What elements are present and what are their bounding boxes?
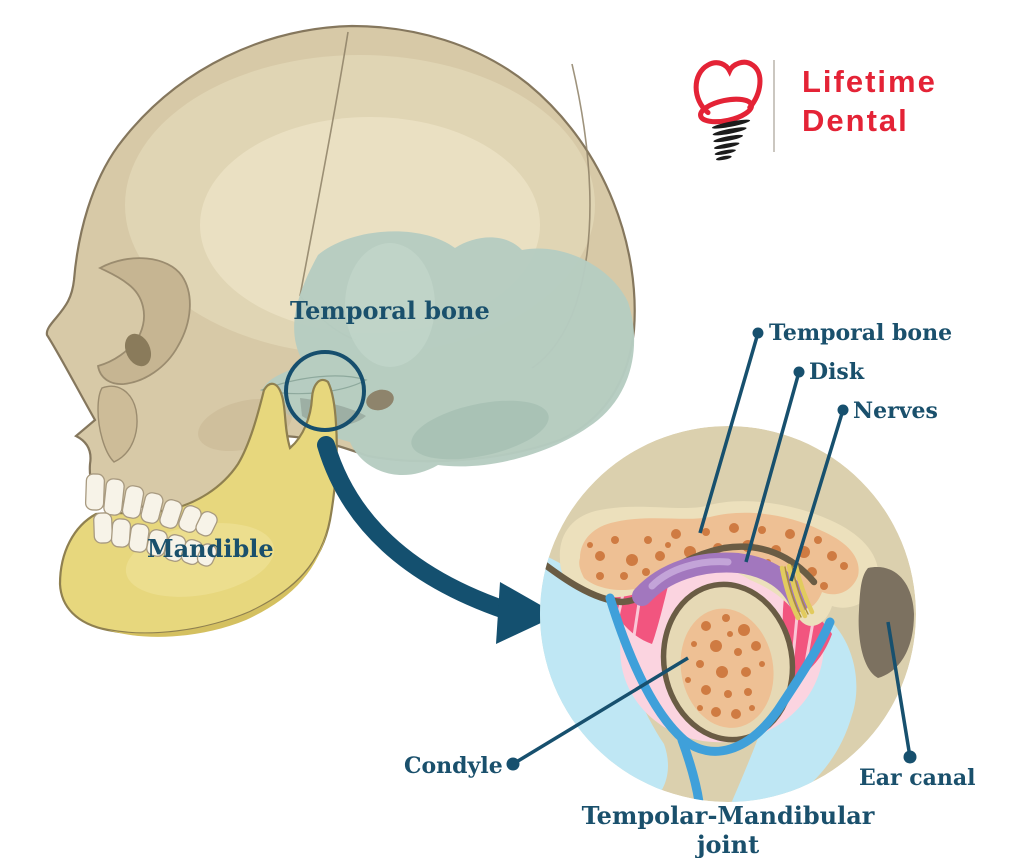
eye-socket <box>96 257 191 385</box>
condyle-spongy-dots <box>685 614 765 719</box>
inset-label-ear-canal: Ear canal <box>859 765 976 791</box>
callout-lines <box>506 327 917 771</box>
nasal-aperture <box>97 385 138 463</box>
inset-label-disk: Disk <box>809 359 865 385</box>
inset-caption: Tempolar-Mandibular joint <box>577 801 879 858</box>
implant-threads <box>711 119 751 161</box>
tooth-implant-icon <box>693 59 763 161</box>
zoom-arrow <box>317 436 558 644</box>
upper-teeth <box>84 473 218 537</box>
lower-teeth <box>93 512 218 567</box>
disk-highlight <box>648 558 732 590</box>
inset-label-nerves: Nerves <box>853 398 938 424</box>
orbit-hole <box>124 333 152 367</box>
inset-caption-line2: joint <box>696 830 760 858</box>
coronal-suture <box>299 31 349 297</box>
tmj-inset-diagram <box>506 327 917 802</box>
mastoid-shadow <box>366 389 394 411</box>
temporal-shading <box>411 400 549 460</box>
condyle-shape <box>660 581 796 743</box>
brand-name-top: Lifetime <box>802 64 937 99</box>
logo <box>686 55 766 163</box>
inset-label-temporal-bone: Temporal bone <box>769 320 953 346</box>
skull-illustration <box>45 24 636 637</box>
skull-label-temporal-bone: Temporal bone <box>290 296 490 325</box>
brand-name-bottom: Dental <box>802 103 909 138</box>
brand-name: Lifetime Dental <box>802 62 937 140</box>
logo-divider <box>773 60 775 152</box>
tmj-highlight-circle <box>284 350 366 432</box>
skull-label-mandible: Mandible <box>147 534 274 563</box>
cartilage-line-tail <box>677 735 704 802</box>
inset-label-condyle: Condyle <box>404 753 503 779</box>
temporal-highlight <box>345 243 435 367</box>
cartilage-line <box>605 593 835 756</box>
inset-caption-line1: Tempolar-Mandibular <box>581 801 875 830</box>
